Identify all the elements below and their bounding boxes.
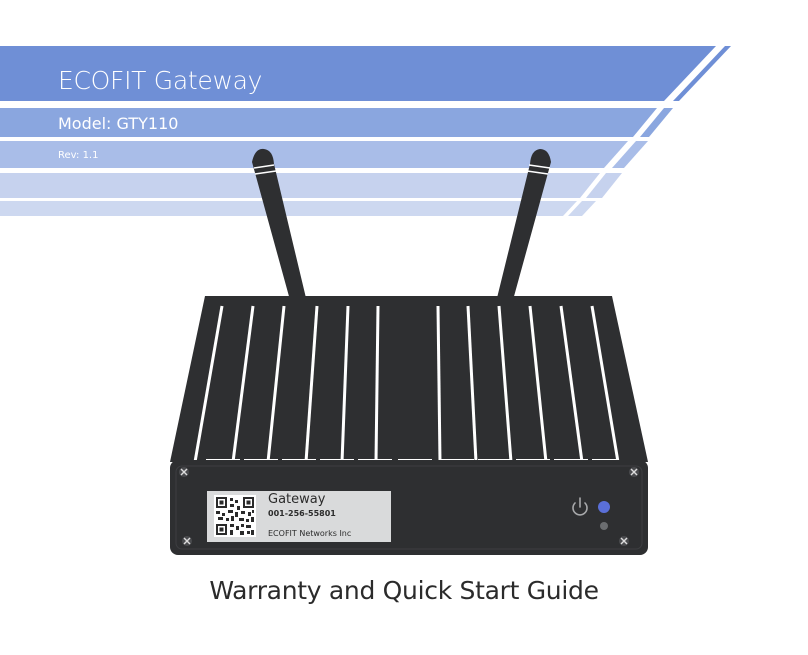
qr-code (214, 495, 256, 537)
band-1 (0, 46, 716, 101)
device-label-company: ECOFIT Networks Inc (268, 529, 352, 538)
power-led (598, 501, 610, 513)
heatsink-fins (193, 305, 620, 463)
device-label-name: Gateway (268, 492, 326, 507)
band-4 (0, 173, 600, 198)
band-5-stripe (568, 201, 596, 216)
band-3 (0, 141, 628, 168)
product-name: ECOFIT Gateway (58, 66, 263, 95)
model-number: Model: GTY110 (58, 114, 179, 133)
band-5 (0, 201, 577, 216)
status-led (600, 522, 608, 530)
antenna-right (497, 149, 551, 300)
header-bands (0, 46, 731, 216)
band-3-stripe (612, 141, 648, 168)
device-label-serial: 001-256-55801 (268, 509, 336, 518)
revision: Rev: 1.1 (58, 150, 99, 161)
band-4-stripe (586, 173, 622, 198)
gateway-device (170, 296, 648, 555)
band-2-stripe (640, 108, 673, 137)
band-1-stripe (673, 46, 731, 101)
antenna-left (252, 148, 306, 300)
guide-title: Warranty and Quick Start Guide (209, 576, 599, 605)
band-2 (0, 108, 657, 137)
power-icon (572, 497, 588, 516)
heatsink (170, 296, 648, 462)
